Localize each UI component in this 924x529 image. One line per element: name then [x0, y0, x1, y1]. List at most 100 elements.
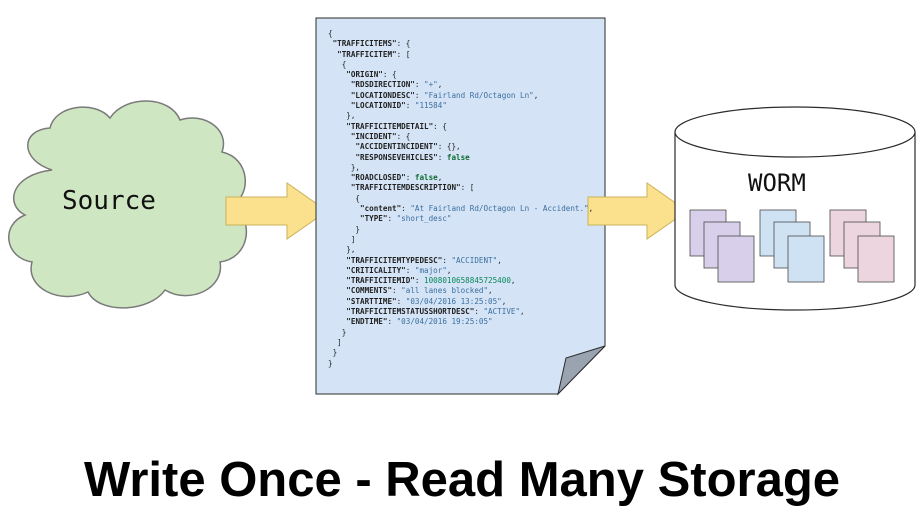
json-token: "ACCIDENT" — [451, 255, 498, 265]
json-token: "TRAFFICITEM" — [337, 49, 397, 59]
json-token: "TYPE" — [360, 214, 388, 224]
json-token — [328, 204, 360, 213]
json-token: "ORIGIN" — [346, 70, 383, 80]
json-line: "TRAFFICITEMS": { — [328, 39, 598, 49]
json-token: : [ — [460, 183, 475, 193]
json-token: } — [328, 224, 361, 234]
json-line: "TRAFFICITEMDETAIL": { — [328, 122, 598, 132]
json-token: "ACCIDENTINCIDENT" — [355, 142, 438, 152]
flow-arrow-document-to-storage — [587, 182, 688, 240]
json-token: , — [510, 276, 516, 286]
source-label: Source — [62, 186, 156, 216]
json-token — [328, 317, 346, 326]
json-token: "all lanes blocked" — [401, 286, 489, 296]
json-line: "RDSDIRECTION": "+", — [328, 80, 598, 90]
file-icon — [717, 235, 755, 283]
json-token — [328, 122, 346, 131]
json-token: "major" — [414, 265, 447, 275]
flow-arrow-source-to-document — [225, 182, 328, 240]
json-line: "TRAFFICITEMTYPEDESC": "ACCIDENT", — [328, 256, 598, 266]
document-fold — [557, 345, 606, 396]
json-token: : — [414, 276, 425, 286]
json-line: { — [328, 29, 598, 39]
json-token: "TRAFFICITEMDESCRIPTION" — [350, 183, 461, 193]
json-line: "RESPONSEVEHICLES": false — [328, 153, 598, 163]
json-token: , — [497, 255, 502, 265]
json-token: } — [328, 348, 338, 358]
json-token — [328, 286, 346, 295]
json-token: , — [533, 90, 539, 100]
json-token: , — [437, 173, 443, 183]
json-line: "STARTTIME": "03/04/2016 13:25:05", — [328, 297, 598, 307]
json-token: "LOCATIONID" — [350, 101, 406, 111]
json-line: "COMMENTS": "all lanes blocked", — [328, 286, 598, 296]
json-token — [328, 153, 355, 162]
json-token: ] — [328, 234, 356, 244]
json-line: }, — [328, 111, 598, 121]
json-line: "CRITICALITY": "major", — [328, 266, 598, 276]
json-token — [328, 101, 351, 110]
json-token: "At Fairland Rd/Octagon Ln - Accident." — [410, 204, 589, 214]
json-token: : — [396, 296, 406, 306]
json-token: "ACTIVE" — [483, 307, 521, 317]
json-token: : { — [396, 131, 411, 141]
json-line: "ROADCLOSED": false, — [328, 173, 598, 183]
json-line: ] — [328, 338, 598, 348]
json-token — [328, 80, 351, 89]
json-token: : {}, — [437, 142, 461, 152]
json-token: }, — [328, 162, 361, 172]
file-stack-blue — [759, 209, 825, 283]
json-token: : — [387, 317, 397, 327]
json-token: : — [414, 90, 425, 100]
json-token — [328, 142, 355, 151]
json-token — [328, 70, 346, 79]
json-line: } — [328, 225, 598, 235]
json-token: : [ — [396, 49, 411, 59]
json-token: "03/04/2016 19:25:05" — [396, 317, 493, 327]
json-token: "11584" — [414, 101, 447, 111]
json-token: "COMMENTS" — [346, 286, 393, 296]
json-line: }, — [328, 163, 598, 173]
json-token: 1008010658845725400 — [424, 276, 511, 286]
json-line: { — [328, 60, 598, 70]
json-token: : — [405, 101, 415, 111]
json-token: ] — [328, 337, 342, 347]
json-token: "TRAFFICITEMDETAIL" — [346, 121, 434, 131]
json-line: } — [328, 359, 598, 369]
json-token: , — [437, 80, 443, 90]
json-line: } — [328, 348, 598, 358]
json-token: "TRAFFICITEMS" — [332, 39, 397, 49]
json-token: "STARTTIME" — [346, 296, 397, 306]
json-line: "TRAFFICITEM": [ — [328, 50, 598, 60]
json-token: : — [387, 214, 397, 224]
json-line: "ORIGIN": { — [328, 70, 598, 80]
json-token: "content" — [360, 204, 402, 214]
file-icon — [787, 235, 825, 283]
json-token: : — [474, 307, 484, 317]
json-line: "LOCATIONID": "11584" — [328, 101, 598, 111]
json-token — [328, 132, 351, 141]
json-line: "TRAFFICITEMID": 1008010658845725400, — [328, 276, 598, 286]
json-token: : { — [433, 121, 447, 131]
json-token: false — [446, 152, 470, 162]
json-token — [328, 214, 360, 223]
json-token: "short_desc" — [396, 214, 452, 224]
json-token — [328, 297, 346, 306]
json-line: "TRAFFICITEMSTATUSSHORTDESC": "ACTIVE", — [328, 307, 598, 317]
json-token: } — [328, 327, 347, 337]
file-stack-purple — [689, 209, 755, 283]
page-caption: Write Once - Read Many Storage — [83, 453, 841, 507]
json-token: : — [405, 265, 415, 275]
json-token: : — [405, 173, 415, 183]
json-line: "TRAFFICITEMDESCRIPTION": [ — [328, 183, 598, 193]
worm-label: WORM — [748, 169, 806, 197]
json-token: "ROADCLOSED" — [350, 173, 406, 183]
json-token: , — [488, 286, 493, 296]
json-token: : { — [382, 70, 397, 80]
json-line: }, — [328, 245, 598, 255]
json-token: , — [588, 204, 594, 214]
json-token: : — [401, 204, 411, 214]
json-token — [328, 91, 351, 100]
json-token: "TRAFFICITEMTYPEDESC" — [346, 255, 443, 265]
